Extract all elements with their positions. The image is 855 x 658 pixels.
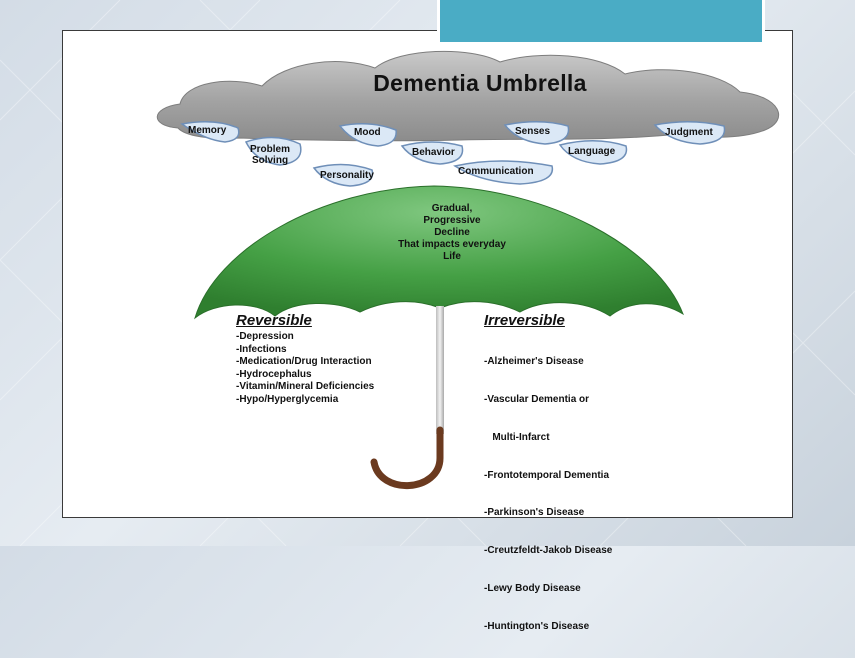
drop-label-language: Language (568, 146, 616, 157)
reversible-item: -Infections (236, 343, 287, 355)
irreversible-item: -Frontotemporal Dementia (484, 469, 610, 481)
drop-mood-shape (338, 123, 397, 147)
drop-label-mood: Mood (354, 127, 381, 138)
irreversible-item: -Vascular Dementia or (484, 393, 590, 405)
drop-problem-solving-shape (244, 136, 302, 166)
drop-judgment-shape (653, 120, 726, 145)
drop-language-shape (558, 140, 628, 165)
drop-label-communication: Communication (458, 166, 534, 177)
reversible-heading: Reversible (236, 312, 312, 329)
cloud-shape (156, 50, 780, 142)
reversible-item: -Depression (236, 331, 294, 342)
irreversible-heading: Irreversible (484, 312, 565, 329)
irreversible-item: -Alzheimer's Disease (484, 356, 584, 368)
drop-label-memory: Memory (188, 125, 227, 136)
irreversible-item: -Lewy Body Disease (484, 582, 581, 594)
irreversible-item: -Creutzfeldt-Jakob Disease (484, 545, 613, 557)
drop-label-judgment: Judgment (665, 127, 713, 138)
reversible-item: -Hydrocephalus (236, 368, 312, 380)
reversible-item: -Hypo/Hyperglycemia (236, 393, 339, 405)
irreversible-item: Multi-Infarct (484, 431, 550, 443)
umbrella-canopy (194, 185, 684, 320)
irreversible-item: -Huntington's Disease (484, 620, 590, 632)
drop-memory-shape (180, 121, 240, 143)
irreversible-list: Irreversible -Alzheimer's Disease -Vascu… (484, 312, 612, 658)
accent-tab (437, 0, 765, 42)
canopy-text: Gradual, Progressive Decline That impact… (398, 203, 506, 262)
irreversible-item: -Parkinson's Disease (484, 507, 585, 519)
reversible-list: Reversible -Depression -Infections -Medi… (236, 312, 374, 407)
drop-label-behavior: Behavior (412, 147, 455, 158)
umbrella-handle (370, 426, 444, 489)
drop-behavior-shape (400, 141, 464, 165)
diagram-title: Dementia Umbrella (373, 70, 587, 96)
drop-label-personality: Personality (320, 170, 374, 181)
umbrella-diagram (156, 50, 780, 489)
reversible-item: -Medication/Drug Interaction (236, 356, 372, 368)
drop-label-senses: Senses (515, 126, 551, 137)
drop-personality-shape (312, 163, 374, 187)
drop-label-problem-solving: Problem Solving (250, 144, 291, 166)
drop-senses-shape (503, 120, 570, 145)
umbrella-shaft (436, 306, 444, 434)
reversible-item: -Vitamin/Mineral Deficiencies (236, 381, 375, 393)
drop-communication-shape (453, 160, 554, 185)
